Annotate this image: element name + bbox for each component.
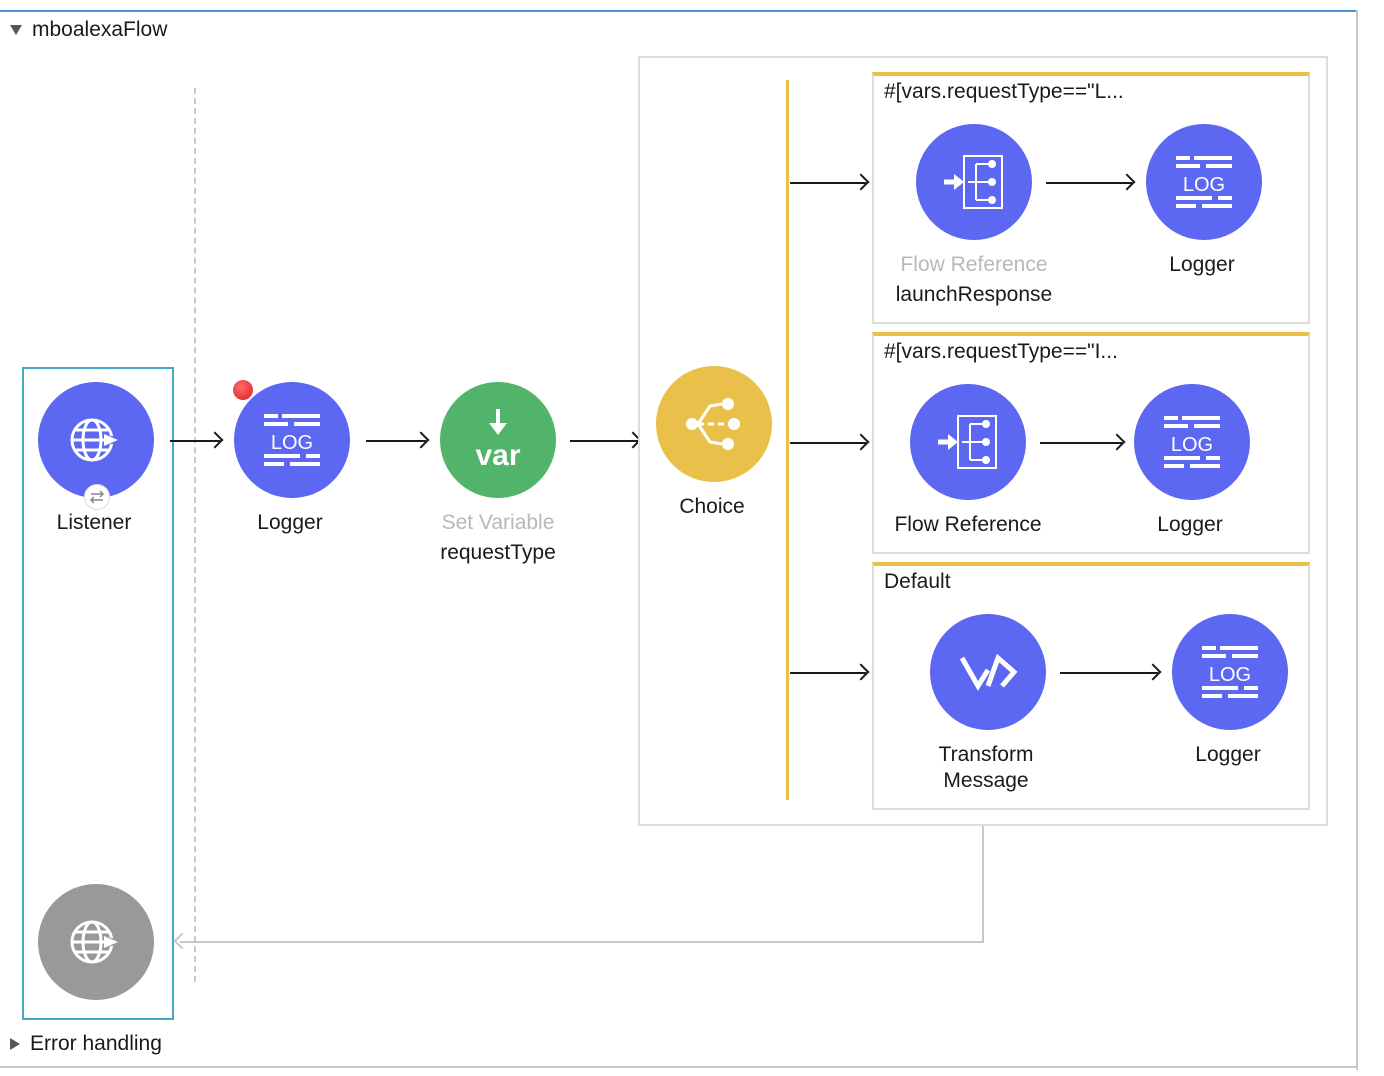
globe-arrow-icon bbox=[70, 418, 118, 462]
bidirectional-icon bbox=[84, 484, 110, 510]
response-component[interactable] bbox=[38, 884, 154, 1000]
arrow-setvar-choice bbox=[570, 440, 638, 442]
arrow-route-3-inner bbox=[1060, 672, 1158, 674]
set-variable-label: Set Variable bbox=[441, 511, 555, 534]
set-variable-name: requestType bbox=[440, 541, 556, 564]
logger-component[interactable]: LOG bbox=[234, 382, 350, 498]
listener-label: Listener bbox=[56, 511, 132, 534]
svg-text:var: var bbox=[475, 439, 520, 472]
return-line-vertical bbox=[982, 826, 984, 942]
route-2-condition: #[vars.requestType=="I... bbox=[884, 340, 1118, 363]
choice-component[interactable] bbox=[656, 366, 772, 482]
logger-label: Logger bbox=[257, 511, 323, 534]
canvas-right-border bbox=[1356, 10, 1358, 1070]
arrow-to-route-2 bbox=[790, 442, 866, 444]
listener-component[interactable] bbox=[38, 382, 154, 498]
source-selection-frame bbox=[22, 367, 174, 1020]
svg-text:LOG: LOG bbox=[271, 432, 313, 454]
flow-reference-label: Flow Reference bbox=[900, 253, 1048, 276]
var-icon: var bbox=[475, 409, 521, 472]
breakpoint-icon[interactable] bbox=[233, 380, 253, 400]
set-variable-component[interactable]: var bbox=[440, 382, 556, 498]
transform-label-line2: Message bbox=[943, 769, 1029, 792]
transform-icon bbox=[959, 653, 1018, 691]
log-icon: LOG bbox=[1202, 646, 1258, 698]
flow-reference-label: Flow Reference bbox=[894, 513, 1042, 536]
source-divider bbox=[194, 88, 196, 982]
arrow-to-route-3 bbox=[790, 672, 866, 674]
flow-reference-icon bbox=[938, 415, 997, 469]
flow-reference-icon bbox=[944, 155, 1003, 209]
flow-reference-component[interactable] bbox=[916, 124, 1032, 240]
logger-label: Logger bbox=[1157, 513, 1223, 536]
transform-message-component[interactable] bbox=[930, 614, 1046, 730]
collapse-triangle-icon[interactable] bbox=[10, 25, 22, 35]
logger-component[interactable]: LOG bbox=[1134, 384, 1250, 500]
choice-icon bbox=[686, 398, 740, 450]
logger-component[interactable]: LOG bbox=[1172, 614, 1288, 730]
svg-text:LOG: LOG bbox=[1209, 664, 1251, 686]
svg-text:LOG: LOG bbox=[1171, 434, 1213, 456]
logger-label: Logger bbox=[1169, 253, 1235, 276]
return-arrowhead bbox=[173, 932, 191, 950]
globe-arrow-icon bbox=[70, 920, 118, 964]
error-handling-header[interactable]: Error handling bbox=[10, 1032, 162, 1056]
canvas-bottom-border bbox=[0, 1066, 1358, 1068]
flow-name: mboalexaFlow bbox=[32, 18, 168, 41]
choice-router-bar bbox=[786, 80, 789, 800]
svg-text:LOG: LOG bbox=[1183, 174, 1225, 196]
arrow-route-2-inner bbox=[1040, 442, 1122, 444]
log-icon: LOG bbox=[264, 414, 320, 466]
log-icon: LOG bbox=[1176, 156, 1232, 208]
expand-triangle-icon[interactable] bbox=[10, 1038, 20, 1050]
flow-reference-name: launchResponse bbox=[895, 283, 1053, 306]
route-1-condition: #[vars.requestType=="L... bbox=[884, 80, 1124, 103]
arrow-listener-logger bbox=[170, 440, 220, 442]
return-line-horizontal bbox=[180, 941, 984, 943]
log-icon: LOG bbox=[1164, 416, 1220, 468]
transform-label-line1: Transform bbox=[938, 743, 1034, 766]
logger-component[interactable]: LOG bbox=[1146, 124, 1262, 240]
arrow-logger-setvar bbox=[366, 440, 426, 442]
arrow-route-1-inner bbox=[1046, 182, 1132, 184]
choice-label: Choice bbox=[679, 495, 745, 518]
logger-label: Logger bbox=[1195, 743, 1261, 766]
flow-header[interactable]: mboalexaFlow bbox=[10, 18, 167, 42]
flow-reference-component[interactable] bbox=[910, 384, 1026, 500]
arrow-to-route-1 bbox=[790, 182, 866, 184]
error-handling-label: Error handling bbox=[30, 1032, 162, 1055]
route-default-label: Default bbox=[884, 570, 951, 593]
canvas-top-border bbox=[0, 10, 1358, 12]
